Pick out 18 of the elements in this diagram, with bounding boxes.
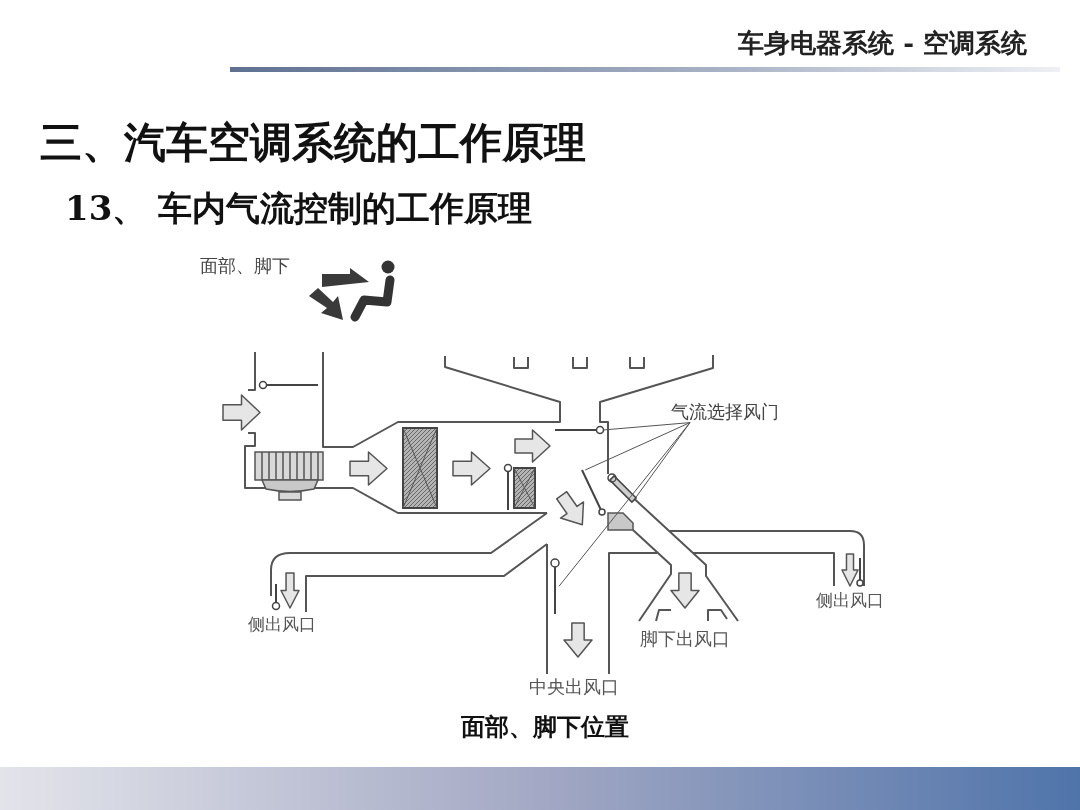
slide-title: 三、汽车空调系统的工作原理	[40, 118, 586, 169]
door-callout-label: 气流选择风门	[671, 401, 779, 423]
damper-door	[607, 473, 638, 504]
outlet-label: 脚下出风口	[640, 628, 730, 650]
damper-door	[581, 469, 606, 516]
damper-door	[550, 558, 560, 615]
outlet-label: 侧出风口	[816, 590, 884, 611]
figure-caption: 面部、脚下位置	[461, 713, 629, 742]
leader-line	[584, 422, 691, 471]
mode-label: 面部、脚下	[200, 255, 290, 277]
outlet-label: 中央出风口	[529, 676, 619, 698]
leader-line	[558, 422, 691, 587]
section-subtitle: 13、 车内气流控制的工作原理	[65, 188, 533, 229]
leader-line	[635, 422, 691, 498]
leader-line	[603, 422, 691, 431]
damper-door	[554, 425, 605, 435]
outlet-label: 侧出风口	[248, 614, 316, 635]
header-title: 车身电器系统 - 空调系统	[738, 28, 1027, 60]
